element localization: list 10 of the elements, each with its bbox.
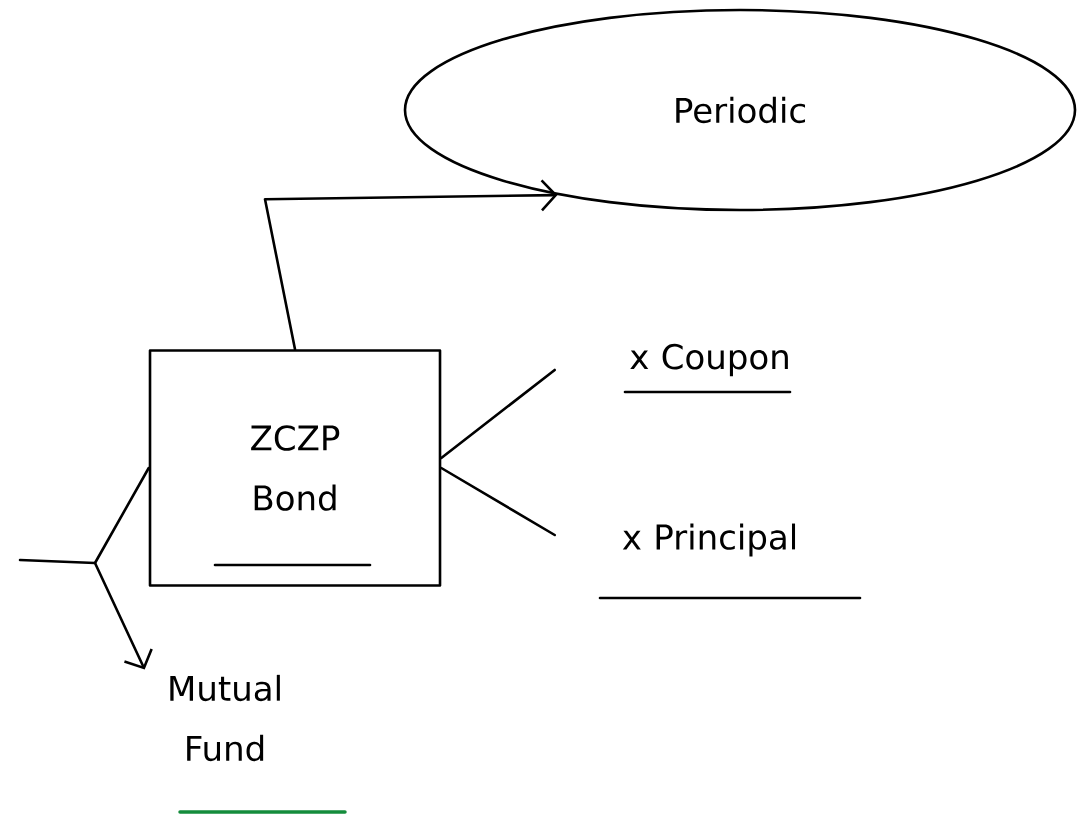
text-label: x Coupon <box>630 343 788 377</box>
connector-line <box>440 466 556 537</box>
connector-line <box>18 466 150 565</box>
arrow <box>93 561 153 670</box>
arrow <box>263 179 558 351</box>
text-label: x Principal <box>622 523 796 557</box>
ellipse-node: Periodic <box>403 8 1077 212</box>
process-box: ZCZP Bond <box>148 349 442 587</box>
connector-line <box>440 368 556 460</box>
text-label: Mutual Fund <box>170 674 280 762</box>
